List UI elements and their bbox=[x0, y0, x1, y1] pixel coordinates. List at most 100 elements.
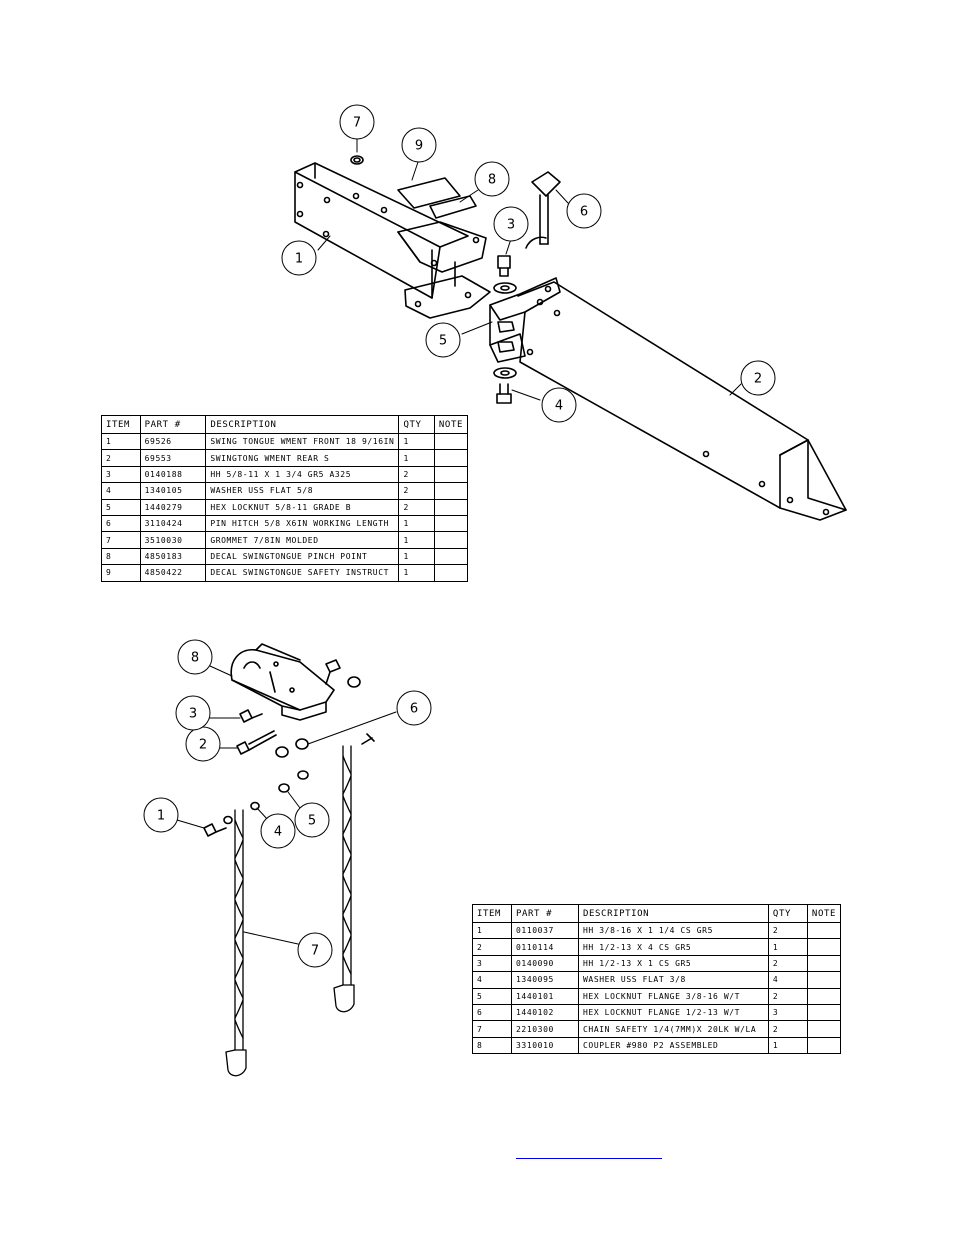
cell-part-number: 4850183 bbox=[139, 547, 207, 566]
footer-link[interactable] bbox=[516, 1148, 662, 1159]
callout-bubble bbox=[493, 206, 529, 242]
cell-part-number: 0110114 bbox=[511, 938, 579, 956]
cell-description: DECAL SWINGTONGUE PINCH POINT bbox=[205, 547, 400, 566]
cell-item: 8 bbox=[472, 1036, 512, 1055]
coupler bbox=[230, 643, 335, 721]
cell-note bbox=[433, 564, 469, 582]
cell-description: DECAL SWINGTONGUE SAFETY INSTRUCT bbox=[205, 564, 400, 582]
cell-item: 9 bbox=[101, 564, 141, 582]
cell-note bbox=[806, 1020, 842, 1038]
cell-item: 5 bbox=[472, 987, 512, 1005]
cell-note bbox=[433, 465, 469, 484]
cell-item: 4 bbox=[101, 482, 141, 500]
cell-description: GROMMET 7/8IN MOLDED bbox=[205, 531, 400, 549]
cell-part-number: 1340095 bbox=[511, 971, 579, 989]
cell-item: 6 bbox=[472, 1003, 512, 1022]
cell-part-number: 3110424 bbox=[139, 514, 207, 533]
cell-qty: 1 bbox=[398, 514, 435, 533]
cell-part-number: 0110037 bbox=[511, 921, 579, 940]
cell-item: 3 bbox=[101, 465, 141, 484]
cell-part-number: 1440101 bbox=[511, 987, 579, 1005]
col-part: PART # bbox=[511, 904, 579, 923]
callout-label: 1 bbox=[157, 809, 165, 824]
cell-description: HEX LOCKNUT FLANGE 1/2-13 W/T bbox=[578, 1003, 769, 1022]
cell-item: 5 bbox=[101, 498, 141, 516]
cell-note bbox=[433, 498, 469, 516]
cell-note bbox=[433, 514, 469, 533]
cell-note bbox=[433, 432, 469, 451]
cell-description: HH 5/8-11 X 1 3/4 GR5 A325 bbox=[205, 465, 400, 484]
callout-label: 4 bbox=[555, 399, 563, 414]
callout-bubble bbox=[401, 127, 437, 163]
cell-qty: 2 bbox=[398, 465, 435, 484]
bolt-hh-5-8 bbox=[496, 255, 512, 404]
callout-label: 6 bbox=[410, 702, 418, 717]
col-qty: QTY bbox=[398, 415, 435, 434]
cell-part-number: 4850422 bbox=[139, 564, 207, 582]
callout-label: 2 bbox=[754, 372, 762, 387]
callout-bubble bbox=[294, 802, 330, 838]
callout-label: 4 bbox=[274, 825, 282, 840]
cell-description: HEX LOCKNUT 5/8-11 GRADE B bbox=[205, 498, 400, 516]
col-description: DESCRIPTION bbox=[205, 415, 400, 434]
callout-label: 6 bbox=[580, 205, 588, 220]
callout-label: 7 bbox=[353, 116, 361, 131]
cell-note bbox=[806, 1036, 842, 1055]
cell-note bbox=[433, 482, 469, 500]
bolt-hh-1-2-x-4 bbox=[236, 730, 277, 755]
cell-note bbox=[806, 921, 842, 940]
callout-label: 7 bbox=[311, 944, 319, 959]
cell-part-number: 0140188 bbox=[139, 465, 207, 484]
cell-description: CHAIN SAFETY 1/4(7MM)X 20LK W/LA bbox=[578, 1020, 769, 1038]
cell-part-number: 1440102 bbox=[511, 1003, 579, 1022]
cell-qty: 2 bbox=[767, 987, 808, 1005]
cell-qty: 4 bbox=[767, 971, 808, 989]
hex-locknut-flange-3-8 bbox=[278, 770, 309, 793]
cell-qty: 1 bbox=[398, 564, 435, 582]
cell-note bbox=[806, 938, 842, 956]
callout-label: 8 bbox=[488, 173, 496, 188]
cell-part-number: 3310010 bbox=[511, 1036, 579, 1055]
cell-part-number: 1340105 bbox=[139, 482, 207, 500]
cell-note bbox=[806, 954, 842, 973]
cell-part-number: 0140090 bbox=[511, 954, 579, 973]
cell-qty: 2 bbox=[398, 482, 435, 500]
decal-safety-instruct bbox=[397, 177, 461, 209]
callout-label: 9 bbox=[415, 139, 423, 154]
cell-part-number: 69553 bbox=[139, 449, 207, 467]
cell-description: WASHER USS FLAT 3/8 bbox=[578, 971, 769, 989]
cell-item: 7 bbox=[101, 531, 141, 549]
callout-label: 3 bbox=[189, 707, 197, 722]
cell-item: 8 bbox=[101, 547, 141, 566]
cell-qty: 2 bbox=[398, 498, 435, 516]
col-description: DESCRIPTION bbox=[578, 904, 769, 923]
cell-description: WASHER USS FLAT 5/8 bbox=[205, 482, 400, 500]
leader-lines-bottom bbox=[176, 665, 397, 945]
cell-note bbox=[806, 987, 842, 1005]
cell-description: SWING TONGUE WMENT FRONT 18 9/16IN bbox=[205, 432, 400, 451]
col-item: ITEM bbox=[101, 415, 141, 434]
swing-tongue-front-weldment bbox=[294, 162, 491, 319]
cell-item: 1 bbox=[472, 921, 512, 940]
col-qty: QTY bbox=[767, 904, 808, 923]
callout-label: 3 bbox=[507, 218, 515, 233]
cell-note bbox=[806, 1003, 842, 1022]
callout-bubble bbox=[297, 932, 333, 968]
cell-item: 6 bbox=[101, 514, 141, 533]
cell-description: COUPLER #980 P2 ASSEMBLED bbox=[578, 1036, 769, 1055]
washer-3-8 bbox=[223, 801, 260, 825]
callout-label: 5 bbox=[308, 814, 316, 829]
